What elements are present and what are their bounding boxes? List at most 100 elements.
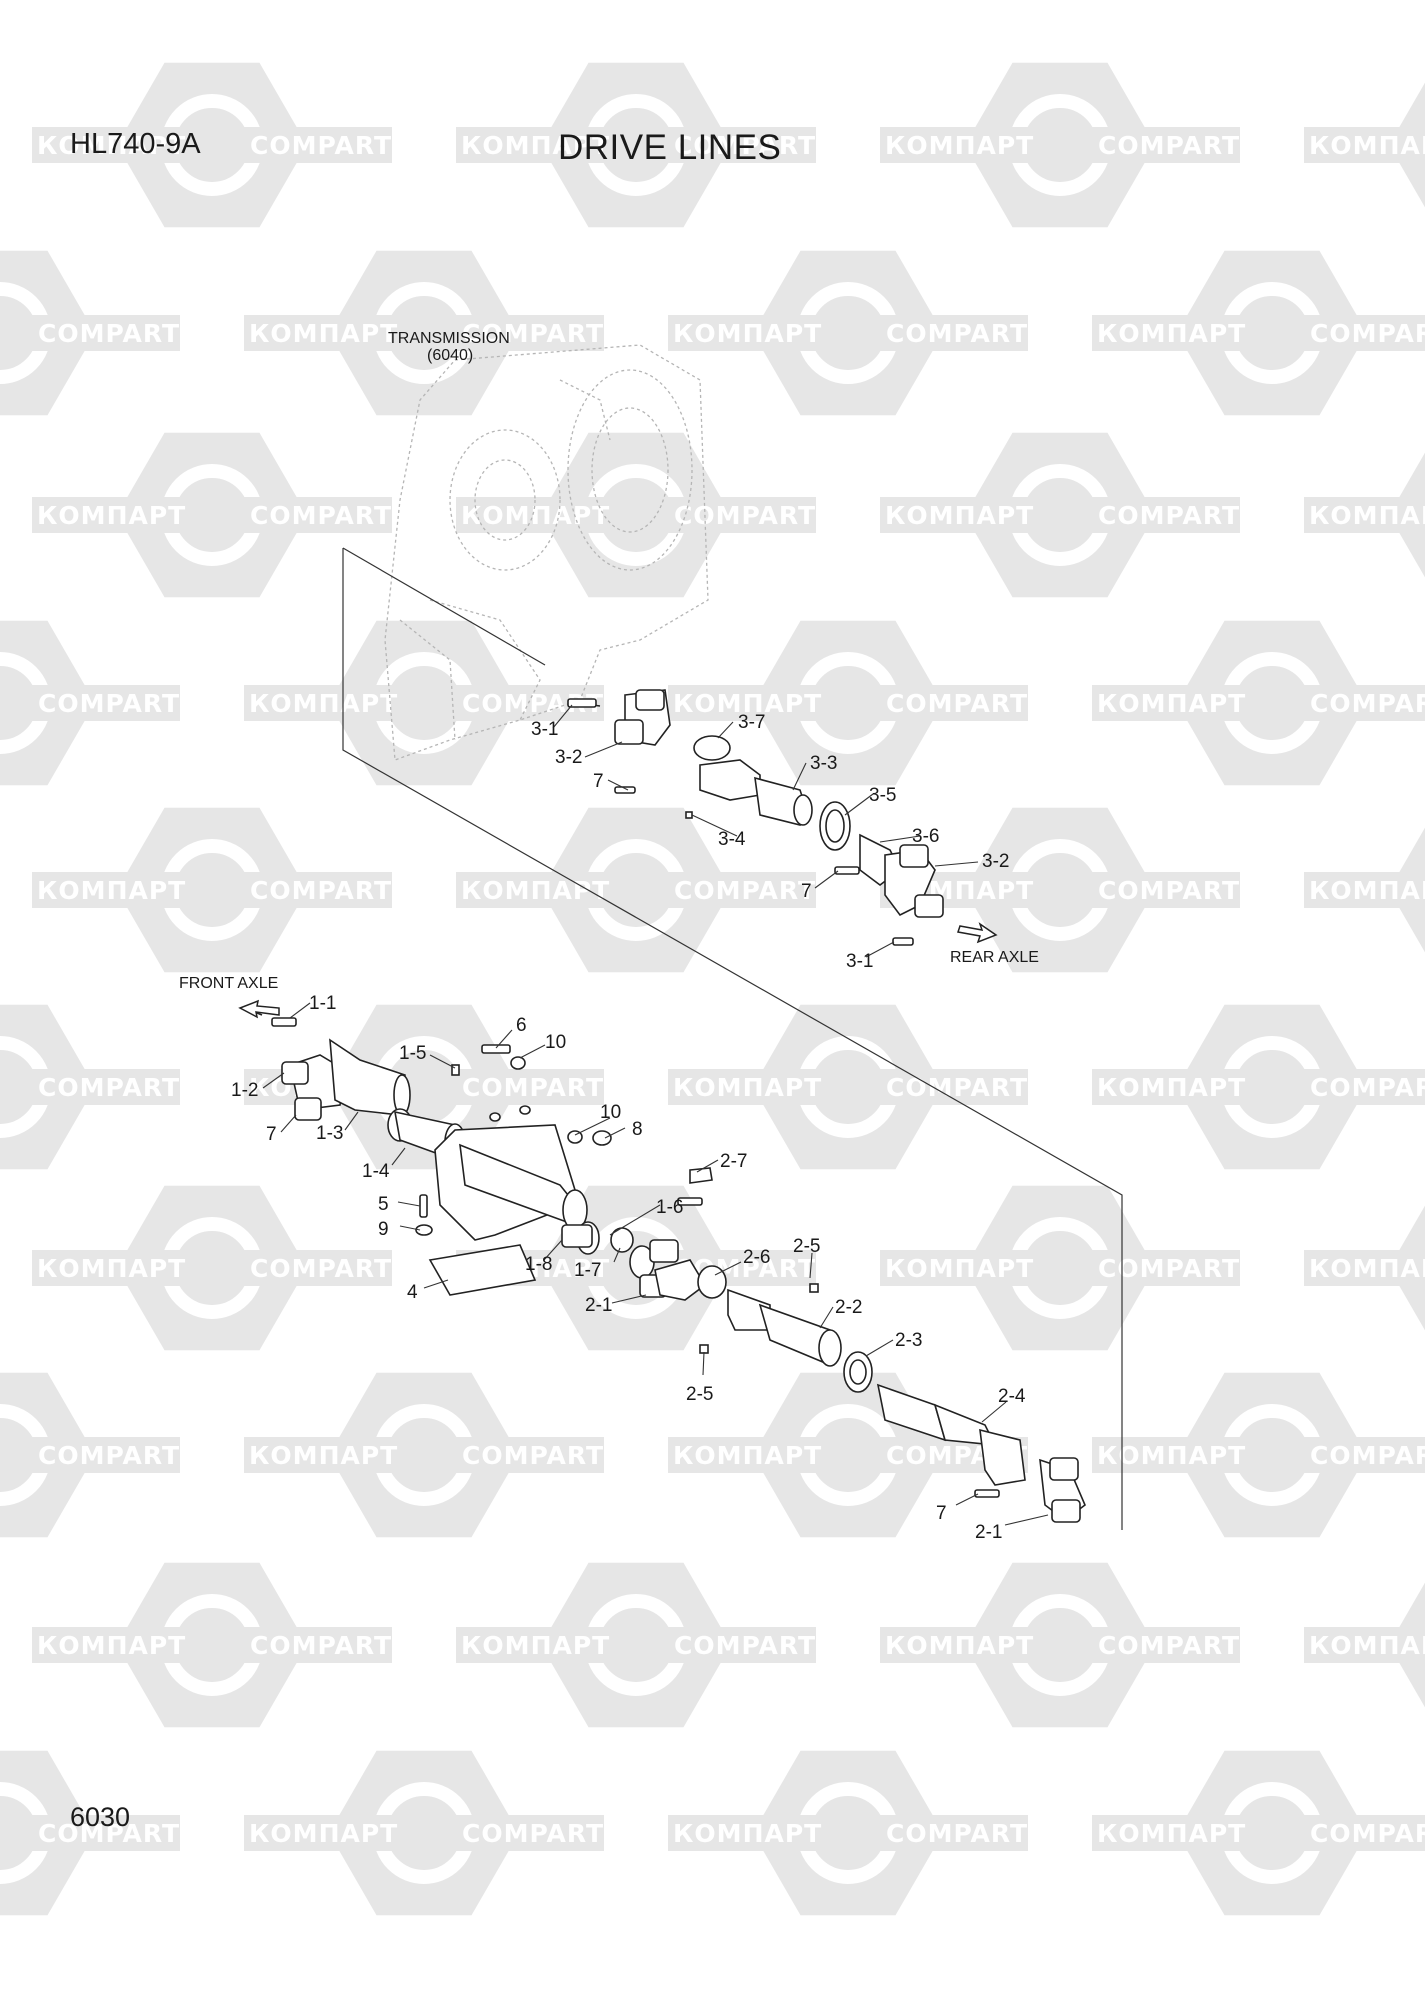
callout-5: 5 xyxy=(378,1194,389,1215)
watermark-text: КОМПАРТ xyxy=(249,1819,398,1848)
watermark-text: КОМПАРТ xyxy=(249,1441,398,1470)
watermark-tile: КОМПАРТ COMPART xyxy=(244,1372,604,1538)
watermark-text: COMPART xyxy=(1310,689,1425,718)
watermark-text: COMPART xyxy=(462,1073,604,1102)
watermark-text: COMPART xyxy=(886,689,1028,718)
watermark-text: COMPART xyxy=(250,1254,392,1283)
watermark-text: КОМПАРТ xyxy=(1309,131,1425,160)
watermark-text: КОМПАРТ xyxy=(673,1073,822,1102)
watermark-text: COMPART xyxy=(1310,1073,1425,1102)
watermark-text: COMPART xyxy=(886,319,1028,348)
watermark-tile: КОМПАРТ COMPART xyxy=(456,807,816,973)
page-title: DRIVE LINES xyxy=(558,128,782,167)
watermark-tile: КОМПАРТ COMPART xyxy=(456,62,816,228)
watermark-text: COMPART xyxy=(38,1819,180,1848)
front-driveline-group xyxy=(244,1007,713,1296)
watermark-text: КОМПАРТ xyxy=(885,501,1034,530)
callout-1-4: 1-4 xyxy=(362,1161,390,1182)
callout-2-3: 2-3 xyxy=(895,1330,922,1351)
callout-1-2: 1-2 xyxy=(231,1080,258,1101)
rear-axle-label: REAR AXLE xyxy=(950,949,1039,966)
callout-3-4: 3-4 xyxy=(718,829,746,850)
callout-6: 6 xyxy=(516,1015,527,1036)
callout-3-2-rear: 3-2 xyxy=(982,851,1009,872)
callout-3-2: 3-2 xyxy=(555,747,582,768)
watermark-text: COMPART xyxy=(674,501,816,530)
transmission-ref-label: (6040) xyxy=(427,347,473,364)
callout-1-3: 1-3 xyxy=(316,1123,343,1144)
watermark-text: КОМПАРТ xyxy=(1309,1631,1425,1660)
watermark-tile: КОМПАРТ COMPART xyxy=(668,1004,1028,1170)
callout-1-8: 1-8 xyxy=(525,1254,552,1275)
watermark-text: КОМПАРТ xyxy=(673,1441,822,1470)
watermark-text: КОМПАРТ xyxy=(461,131,610,160)
callout-4: 4 xyxy=(407,1282,418,1303)
callout-3-1: 3-1 xyxy=(531,719,558,740)
watermark-text: КОМПАРТ xyxy=(249,689,398,718)
watermark-tile: КОМПАРТ COMPART xyxy=(1092,1004,1425,1170)
watermark-text: КОМПАРТ xyxy=(249,319,398,348)
watermark-text: COMPART xyxy=(886,1073,1028,1102)
model-number: HL740-9A xyxy=(70,128,201,160)
reference-outline xyxy=(342,547,1123,1530)
watermark-text: COMPART xyxy=(38,319,180,348)
watermark-text: COMPART xyxy=(250,876,392,905)
watermark-text: КОМПАРТ xyxy=(1097,689,1246,718)
watermark-text: КОМПАРТ xyxy=(461,1631,610,1660)
watermark-text: COMPART xyxy=(1310,1441,1425,1470)
watermark-text: КОМПАРТ xyxy=(1309,876,1425,905)
callout-3-5: 3-5 xyxy=(869,785,896,806)
watermark-text: КОМПАРТ xyxy=(37,1254,186,1283)
watermark-text: КОМПАРТ xyxy=(461,876,610,905)
watermark-text: КОМПАРТ xyxy=(885,131,1034,160)
callout-7-bottom: 7 xyxy=(936,1503,947,1524)
callout-2-4: 2-4 xyxy=(998,1386,1026,1407)
watermark-tile: КОМПАРТ COMPART xyxy=(32,1185,392,1351)
watermark-text: COMPART xyxy=(38,1073,180,1102)
watermark-text: КОМПАРТ xyxy=(673,1819,822,1848)
watermark-text: КОМПАРТ xyxy=(1097,1819,1246,1848)
callout-3-7: 3-7 xyxy=(738,712,765,733)
watermark-text: COMPART xyxy=(1098,131,1240,160)
watermark-text: COMPART xyxy=(1310,319,1425,348)
callout-7-front: 7 xyxy=(266,1124,277,1145)
direction-arrows xyxy=(238,922,998,1019)
watermark-tile: КОМПАРТ COMPART xyxy=(244,1750,604,1916)
watermark-text: COMPART xyxy=(462,1819,604,1848)
watermark-text: КОМПАРТ xyxy=(673,689,822,718)
callout-10-top: 10 xyxy=(545,1032,566,1053)
watermark-text: КОМПАРТ xyxy=(1097,1073,1246,1102)
watermark-text: COMPART xyxy=(462,1441,604,1470)
callout-1-5: 1-5 xyxy=(399,1043,426,1064)
watermark-text: КОМПАРТ xyxy=(37,876,186,905)
watermark-text: КОМПАРТ xyxy=(37,131,186,160)
callout-8: 8 xyxy=(632,1119,643,1140)
callout-2-1: 2-1 xyxy=(585,1295,612,1316)
watermark-text: КОМПАРТ xyxy=(37,501,186,530)
watermark-tile: КОМПАРТ COMPART xyxy=(1092,620,1425,786)
watermark-text: КОМПАРТ xyxy=(885,1254,1034,1283)
watermark-text: COMPART xyxy=(674,876,816,905)
watermark-text: КОМПАРТ xyxy=(1309,1254,1425,1283)
watermark-tile: КОМПАРТ COMPART xyxy=(32,807,392,973)
watermark-text: COMPART xyxy=(1098,876,1240,905)
watermark-text: КОМПАРТ xyxy=(1309,501,1425,530)
watermark-text: COMPART xyxy=(674,131,816,160)
